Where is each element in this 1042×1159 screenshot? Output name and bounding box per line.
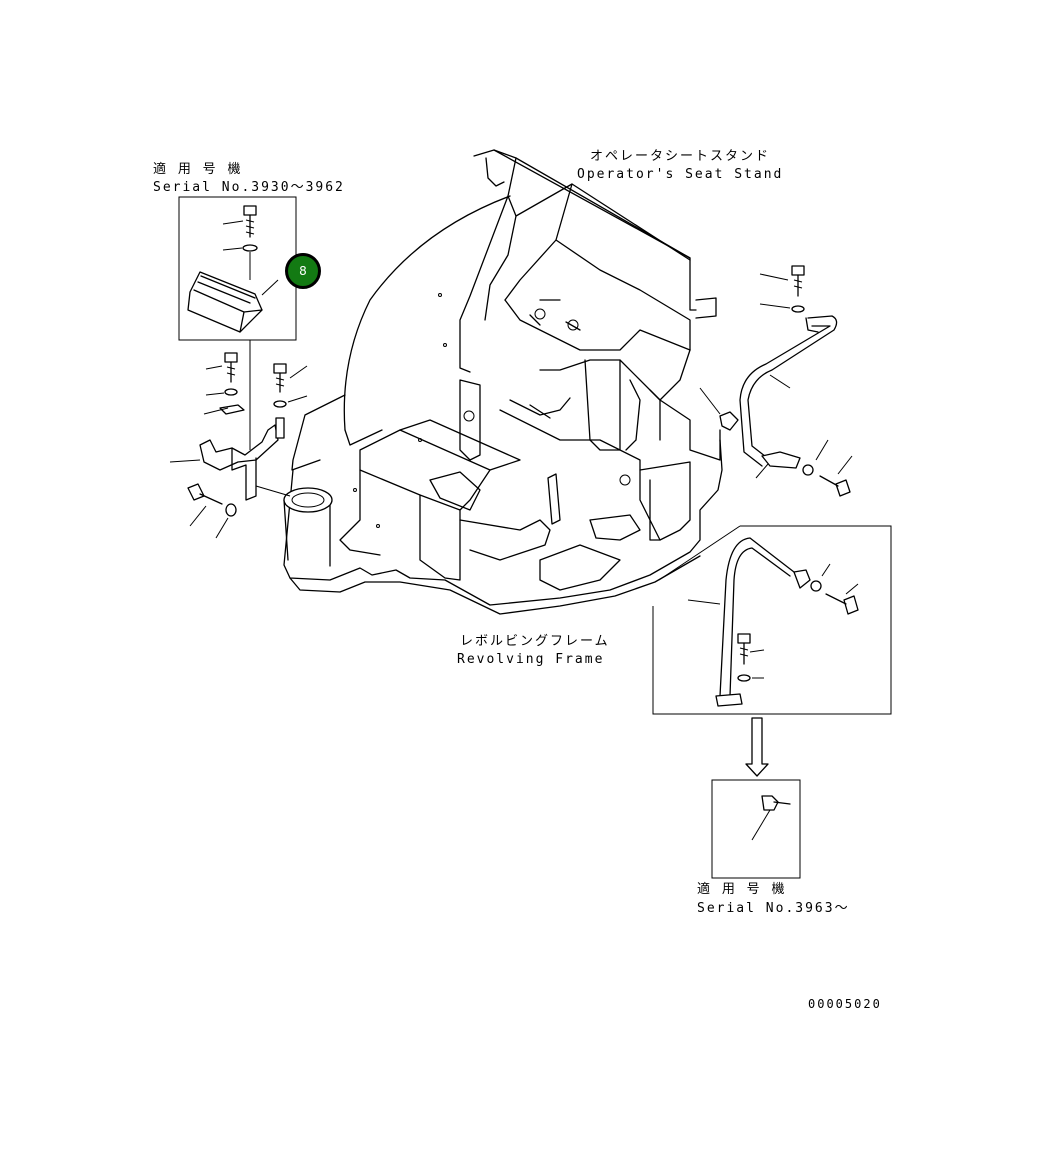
seat-stand-structure	[459, 149, 721, 461]
bolt-icon	[273, 363, 287, 393]
bolt-icon	[819, 475, 851, 497]
washer-icon	[242, 244, 258, 252]
serial-range-label: Serial No.3930～3962	[153, 180, 345, 195]
washer-icon	[802, 464, 814, 476]
bolt-icon	[187, 483, 223, 505]
washer-icon	[225, 503, 237, 517]
bolt-icon	[791, 265, 805, 297]
revolving-frame-label: Revolving Frame	[457, 652, 605, 667]
bolt-icon	[737, 633, 751, 665]
step-pad-part	[187, 271, 263, 333]
serial-from-label: Serial No.3963～	[697, 901, 850, 916]
drawing-number: 00005020	[808, 997, 882, 1011]
handrail-assembly	[699, 265, 853, 497]
inset-box-handrail	[652, 525, 892, 715]
inset-box-new-serial	[711, 779, 801, 879]
seat-stand-jp-label: オペレータシートスタンド	[590, 149, 771, 164]
washer-icon	[810, 580, 822, 592]
washer-icon	[791, 305, 805, 313]
revolving-frame-structure	[283, 195, 723, 615]
revolving-frame-jp-label: レボルビングフレーム	[460, 634, 610, 649]
arrow-down-icon	[745, 717, 769, 777]
bolt-icon	[243, 205, 257, 238]
serial-range-jp-label: 適 用 号 機	[153, 162, 243, 177]
serial-from-jp-label: 適 用 号 機	[697, 882, 787, 897]
callout-number: 8	[299, 264, 307, 278]
callout-badge-8[interactable]: 8	[285, 253, 321, 289]
left-step-assembly	[169, 340, 308, 539]
bolt-icon	[825, 593, 859, 615]
seat-stand-label: Operator's Seat Stand	[577, 167, 784, 182]
washer-icon	[737, 674, 751, 682]
washer-icon	[224, 388, 238, 396]
bolt-icon	[761, 795, 791, 811]
washer-icon	[273, 400, 287, 408]
bolt-icon	[224, 352, 238, 383]
inset-box-old-serial	[178, 196, 297, 341]
